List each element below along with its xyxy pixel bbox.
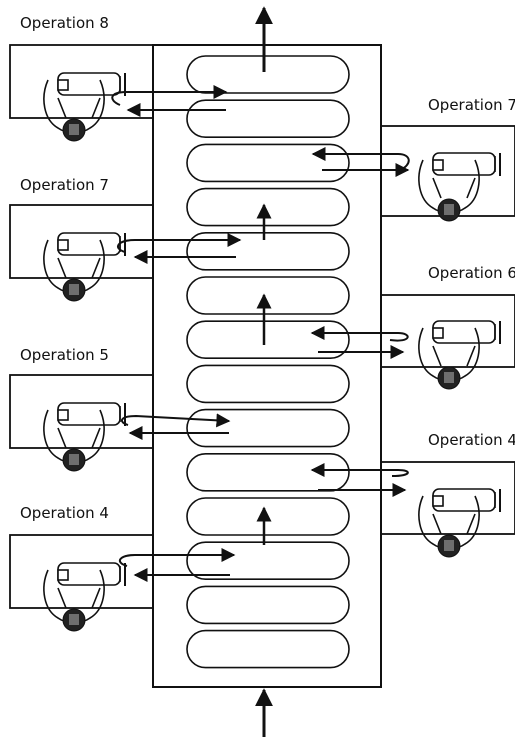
transfer-arrow-icon [116, 233, 242, 253]
pallet [186, 143, 350, 183]
pallet [186, 99, 350, 138]
station-label: Operation 5 [20, 346, 109, 364]
transfer-arrow-icon [310, 326, 409, 342]
station-label: Operation 8 [20, 14, 109, 32]
station-label: Operation 7 [428, 96, 515, 114]
worker-icon [417, 152, 501, 222]
transfer-arrow-icon [118, 548, 236, 567]
worker-icon [42, 232, 127, 302]
worker-icon [42, 402, 127, 472]
worker-icon [417, 320, 501, 390]
pallet [186, 497, 350, 536]
pallet [186, 276, 350, 315]
pallet [186, 364, 350, 404]
worker-icon [417, 488, 501, 558]
station-label: Operation 4 [20, 504, 109, 522]
station-table [9, 374, 154, 449]
pallet [186, 541, 350, 581]
transfer-arrow-icon [120, 413, 231, 428]
pallet [186, 187, 350, 227]
worker-icon [42, 72, 127, 142]
pallet [186, 629, 350, 669]
pallet [186, 585, 350, 625]
pallet [186, 320, 350, 360]
transfer-arrow-icon [310, 463, 409, 477]
station-table [9, 204, 154, 279]
station-table [9, 534, 154, 609]
pallet [186, 232, 350, 271]
transfer-arrow-icon [111, 85, 228, 106]
pallet [186, 55, 350, 94]
station-label: Operation 4 [428, 431, 515, 449]
station-label: Operation 6 [428, 264, 515, 282]
station-label: Operation 7 [20, 176, 109, 194]
station-table [9, 44, 154, 119]
pallet [186, 408, 350, 448]
pallet [186, 452, 350, 492]
worker-icon [42, 562, 127, 632]
station-table [380, 461, 515, 535]
